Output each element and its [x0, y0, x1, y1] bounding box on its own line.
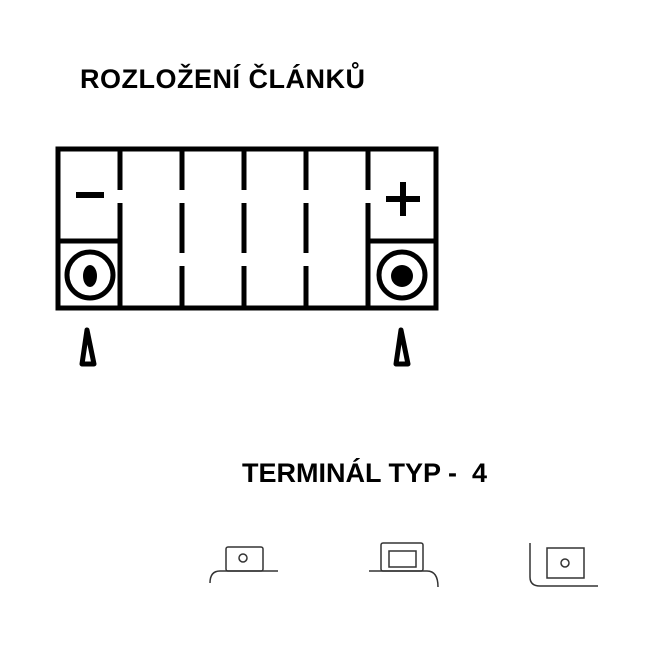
- layout-title: ROZLOŽENÍ ČLÁNKŮ: [80, 64, 366, 94]
- negative-arrow-icon: [79, 327, 97, 367]
- terminal-variant-3-icon: [529, 543, 598, 587]
- positive-terminal-icon: [376, 249, 428, 301]
- positive-arrow-icon: [393, 327, 411, 367]
- terminal-type-label: TERMINÁL TYP - 4: [242, 458, 488, 488]
- negative-terminal-icon: [64, 249, 116, 301]
- battery-outline: [55, 146, 439, 311]
- cell-dividers: [117, 149, 371, 308]
- terminal-variant-2-icon: [369, 542, 439, 588]
- terminal-variant-1-icon: [209, 546, 278, 584]
- positive-sign-icon: [386, 182, 420, 216]
- negative-sign-icon: [76, 192, 104, 198]
